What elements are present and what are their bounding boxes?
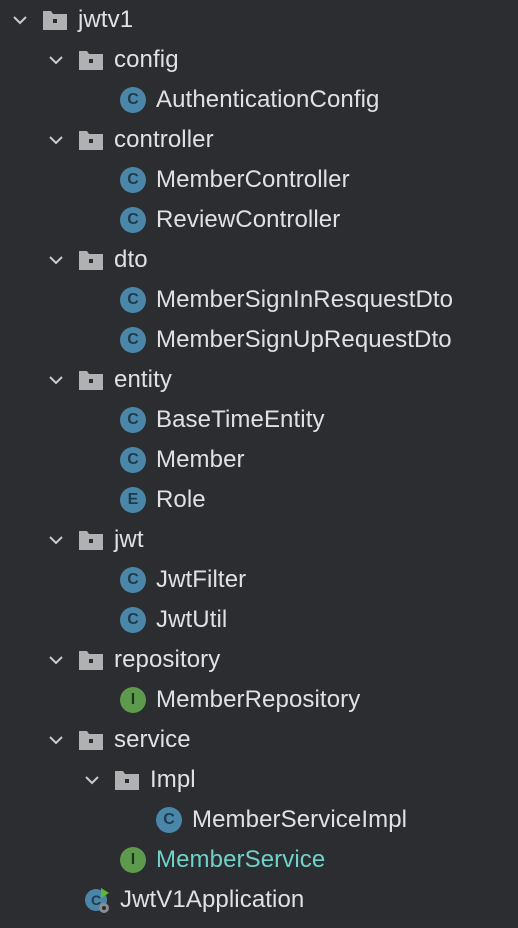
chevron-down-icon[interactable] [48,652,64,668]
tree-node-reviewcontroller[interactable]: C ReviewController [0,200,518,240]
tree-node-member[interactable]: C Member [0,440,518,480]
folder-icon [78,649,104,671]
folder-icon [78,729,104,751]
tree-node-label: MemberRepository [156,686,361,713]
tree-node-entity[interactable]: entity [0,360,518,400]
class-icon: C [120,287,146,313]
tree-node-label: JwtV1Application [120,886,305,913]
tree-node-membersigninresquestdto[interactable]: C MemberSignInResquestDto [0,280,518,320]
tree-node-authenticationconfig[interactable]: C AuthenticationConfig [0,80,518,120]
chevron-down-icon[interactable] [48,252,64,268]
folder-icon [78,529,104,551]
class-icon: C [120,407,146,433]
class-icon: C [120,607,146,633]
tree-node-label: jwtv1 [78,6,134,33]
tree-node-membersignuprequestdto[interactable]: C MemberSignUpRequestDto [0,320,518,360]
tree-node-basetimeentity[interactable]: C BaseTimeEntity [0,400,518,440]
tree-node-memberrepository[interactable]: I MemberRepository [0,680,518,720]
tree-node-label: dto [114,246,148,273]
folder-icon [42,9,68,31]
tree-node-label: ReviewController [156,206,341,233]
tree-node-memberservice[interactable]: I MemberService [0,840,518,880]
tree-node-controller[interactable]: controller [0,120,518,160]
tree-node-label: AuthenticationConfig [156,86,380,113]
interface-icon: I [120,687,146,713]
tree-node-dto[interactable]: dto [0,240,518,280]
tree-node-role[interactable]: E Role [0,480,518,520]
tree-node-service[interactable]: service [0,720,518,760]
chevron-down-icon[interactable] [84,772,100,788]
spring-app-icon: C [84,887,110,913]
tree-node-label: JwtFilter [156,566,247,593]
class-icon: C [156,807,182,833]
chevron-down-icon[interactable] [12,12,28,28]
tree-node-repository[interactable]: repository [0,640,518,680]
tree-node-jwtutil[interactable]: C JwtUtil [0,600,518,640]
tree-node-label: BaseTimeEntity [156,406,325,433]
tree-node-label: JwtUtil [156,606,228,633]
tree-node-label: MemberSignUpRequestDto [156,326,452,353]
tree-node-label: MemberServiceImpl [192,806,408,833]
tree-node-label: entity [114,366,172,393]
chevron-down-icon[interactable] [48,52,64,68]
tree-node-memberserviceimpl[interactable]: C MemberServiceImpl [0,800,518,840]
tree-node-label: MemberSignInResquestDto [156,286,454,313]
class-icon: C [120,87,146,113]
tree-node-label: repository [114,646,221,673]
chevron-down-icon[interactable] [48,732,64,748]
class-icon: C [120,167,146,193]
tree-node-label: Member [156,446,245,473]
class-icon: C [120,327,146,353]
tree-node-jwt[interactable]: jwt [0,520,518,560]
class-icon: C [120,447,146,473]
svg-text:C: C [91,892,101,908]
chevron-down-icon[interactable] [48,532,64,548]
tree-node-jwtv1application[interactable]: C JwtV1Application [0,880,518,920]
chevron-down-icon[interactable] [48,132,64,148]
tree-node-label: service [114,726,191,753]
tree-node-label: config [114,46,179,73]
class-icon: C [120,207,146,233]
tree-node-label: jwt [114,526,144,553]
tree-node-label: controller [114,126,214,153]
folder-icon [78,129,104,151]
class-icon: C [120,567,146,593]
folder-icon [78,249,104,271]
tree-node-label: MemberService [156,846,326,873]
tree-node-label: MemberController [156,166,350,193]
chevron-down-icon[interactable] [48,372,64,388]
folder-icon [114,769,140,791]
folder-icon [78,49,104,71]
tree-node-jwtfilter[interactable]: C JwtFilter [0,560,518,600]
enum-icon: E [120,487,146,513]
folder-icon [78,369,104,391]
tree-node-jwtv1[interactable]: jwtv1 [0,0,518,40]
tree-node-config[interactable]: config [0,40,518,80]
tree-node-label: Impl [150,766,196,793]
tree-node-membercontroller[interactable]: C MemberController [0,160,518,200]
tree-node-impl[interactable]: Impl [0,760,518,800]
interface-icon: I [120,847,146,873]
tree-node-label: Role [156,486,206,513]
